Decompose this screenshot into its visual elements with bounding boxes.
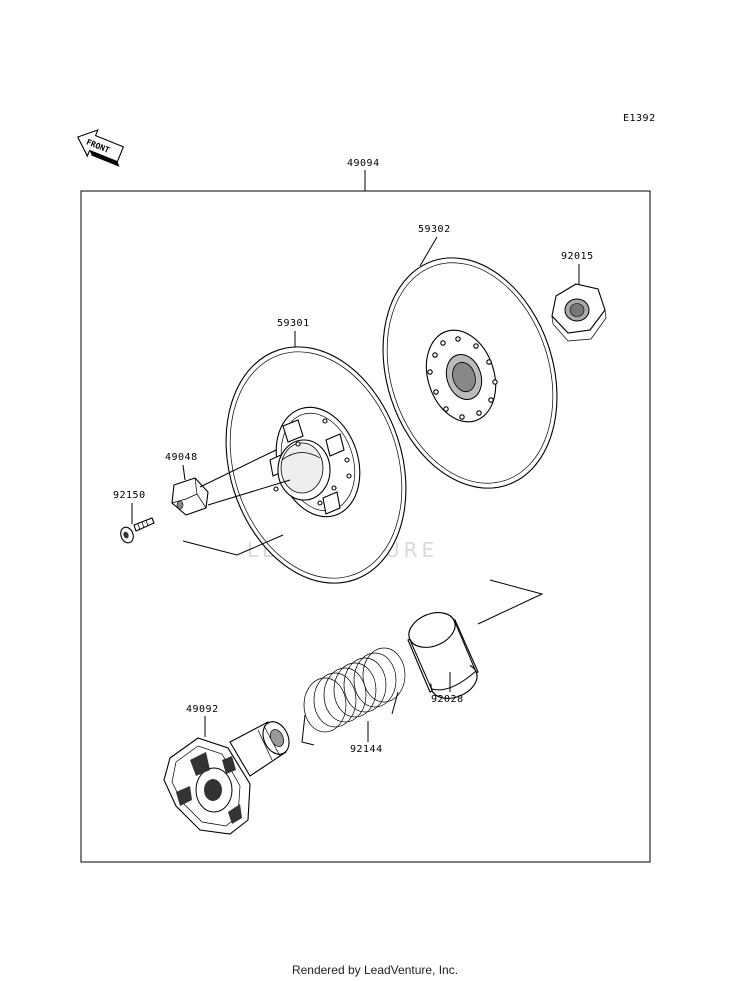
part-label-59302[interactable]: 59302 — [418, 224, 451, 235]
collar-92028 — [407, 612, 479, 699]
leader-59302 — [419, 236, 438, 267]
part-label-92015[interactable]: 92015 — [561, 251, 594, 262]
part-label-92144[interactable]: 92144 — [350, 744, 383, 755]
assembly-box — [80, 190, 651, 863]
part-label-92150[interactable]: 92150 — [113, 490, 146, 501]
part-label-49094[interactable]: 49094 — [347, 158, 380, 169]
part-label-92028[interactable]: 92028 — [431, 694, 464, 705]
assembly-line-1 — [199, 449, 277, 488]
guide-line-b — [477, 579, 544, 625]
assembly-line-2 — [207, 479, 291, 506]
leader-49048 — [182, 464, 186, 481]
diagram-code: E1392 — [623, 113, 656, 124]
bolt-92150 — [120, 517, 155, 544]
movable-sheave-59301 — [225, 346, 407, 584]
footer-credit: Rendered by LeadVenture, Inc. — [291, 963, 459, 977]
spring-92144 — [301, 647, 406, 746]
front-arrow-icon: FRONT — [76, 129, 125, 167]
part-label-59301[interactable]: 59301 — [277, 318, 310, 329]
part-label-49048[interactable]: 49048 — [165, 452, 198, 463]
cam-49092 — [163, 721, 290, 835]
nut-92015 — [551, 283, 607, 342]
part-label-49092[interactable]: 49092 — [186, 704, 219, 715]
guide-line-a — [182, 534, 284, 556]
fixed-sheave-59302 — [382, 257, 558, 489]
weight-49048 — [171, 477, 209, 516]
